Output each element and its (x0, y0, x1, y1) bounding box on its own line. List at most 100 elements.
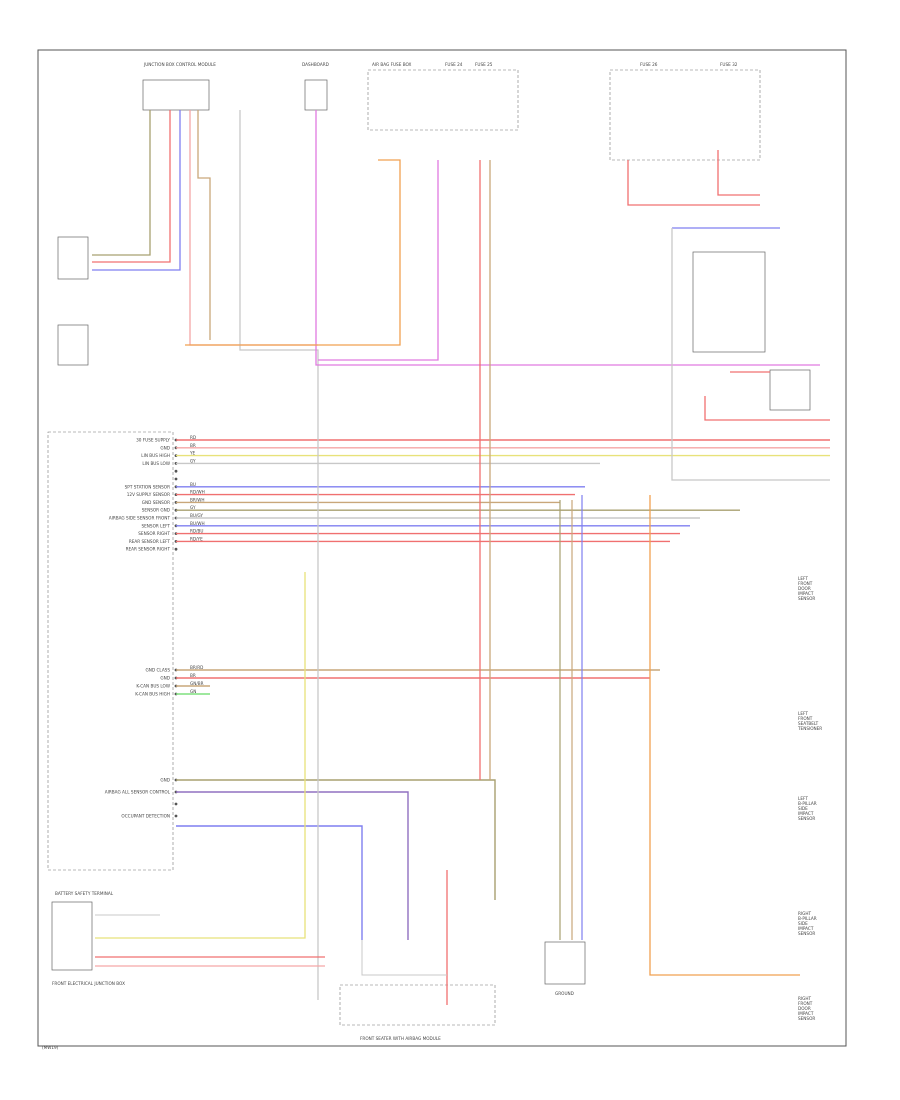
pin-lower-label-0: GND CLASS (146, 668, 171, 673)
pin-lower-label-1: GND (160, 676, 170, 681)
pin-bottom-label-0: GND (160, 778, 170, 783)
front-electrical-junction-box (51, 901, 93, 971)
sensor-label-1-1: FRONT (798, 716, 813, 721)
pin-upper-label-10: AIRBAG SIDE SENSOR FRONT (109, 516, 171, 521)
wire-feed-brown (197, 110, 211, 340)
wire-jb-yellow (95, 572, 306, 939)
fuse-box-24-25 (367, 69, 519, 131)
pin-upper-dot-5 (174, 477, 178, 481)
wire-upper-label-2: YE (189, 451, 196, 456)
top-component-label-1: DASHBOARD (302, 62, 329, 67)
wire-lower-label-3: GN (190, 689, 196, 694)
wire-upper-label-0: RD (190, 435, 196, 440)
pin-bottom-label-1: AIRBAG ALL SENSOR CONTROL (105, 790, 171, 795)
pinout-header-label: BATTERY SAFETY TERMINAL (55, 891, 114, 896)
wire-upper-label-7: RD/WH (190, 490, 205, 495)
wire-feed-gray-2 (671, 228, 830, 481)
wire-feed-pink (189, 110, 318, 346)
front-impact-sensor-box (57, 324, 89, 366)
left-front-door-sensor-box (57, 236, 89, 280)
sensor-label-4-1: FRONT (798, 1001, 813, 1006)
wire-lower-label-0: BR/RD (190, 665, 203, 670)
sensor-label-0-2: DOOR (798, 586, 811, 591)
wire-upper-label-10: BU/GY (190, 513, 203, 518)
sensor-label-2-4: SENSOR (798, 816, 815, 821)
pin-bottom-dot-3 (174, 814, 178, 818)
wire-feed-orange (185, 159, 401, 346)
sensor-label-4-3: IMPACT (798, 1011, 814, 1016)
sensor-label-1-0: LEFT (798, 711, 808, 716)
airbag-module-left-border (47, 431, 174, 871)
sensor-label-0-4: SENSOR (798, 596, 815, 601)
top-component-label-0: JUNCTION BOX CONTROL MODULE (143, 62, 216, 67)
wire-upper-label-6: BU (190, 482, 196, 487)
sensor-label-0-1: FRONT (798, 581, 813, 586)
pin-upper-dot-4 (174, 469, 178, 473)
sensor-label-4-0: RIGHT (798, 996, 812, 1001)
wire-upper-label-3: GY (190, 458, 196, 463)
wire-upper-label-1: BR (190, 443, 196, 448)
sensor-label-3-4: SENSOR (798, 931, 815, 936)
junction-box-module (142, 79, 210, 111)
wire-bottom-3 (176, 825, 363, 940)
fuse-box-26-32 (609, 69, 761, 161)
ground-component-label: GROUND (555, 991, 574, 996)
pin-upper-label-0: 30 FUSE SUPPLY (136, 438, 170, 443)
wire-upper-label-9: GY (190, 505, 196, 510)
bottom-relay-label: FRONT ELECTRICAL JUNCTION BOX (52, 981, 125, 986)
seat-switch-box (692, 251, 766, 353)
wire-feed-magenta (315, 110, 820, 366)
pin-upper-label-8: GND SENSOR (142, 500, 170, 505)
wire-lower-label-2: GN/BR (190, 681, 204, 686)
sensor-label-0-3: IMPACT (798, 591, 814, 596)
wire-feed-red-4 (717, 150, 760, 196)
sensor-label-4-4: SENSOR (798, 1016, 815, 1021)
ground-box (544, 941, 586, 985)
top-component-label-3: FUSE 24 (445, 62, 463, 67)
pin-upper-label-14: REAR SENSOR RIGHT (126, 547, 171, 552)
pin-lower-label-3: K-CAN BUS HIGH (135, 692, 170, 697)
dashboard-module (304, 79, 328, 111)
top-component-label-5: FUSE 26 (640, 62, 658, 67)
label-group: 30 FUSE SUPPLY RD GND BR LIN BUS HIGH YE LIN B… (105, 62, 823, 1021)
right-seat-switch-box (769, 369, 811, 411)
wire-upper-label-13: RD/YE (190, 536, 203, 541)
wire-feed-orange-2 (649, 495, 800, 976)
top-component-label-4: FUSE 25 (475, 62, 493, 67)
wire-feed-red-1 (92, 110, 171, 263)
pin-upper-label-3: LIN BUS LOW (142, 461, 170, 466)
pin-upper-label-13: REAR SENSOR LEFT (129, 539, 171, 544)
sensor-label-2-2: SIDE (798, 806, 808, 811)
top-component-label-2: AIR BAG FUSE BOX (372, 62, 412, 67)
pin-upper-label-11: SENSOR LEFT (141, 523, 170, 528)
pin-upper-label-6: SPT STATION SENSOR (125, 484, 170, 489)
wire-feed-blue (92, 110, 181, 271)
wire-harness (92, 110, 830, 1005)
wire-upper-label-12: RD/BU (190, 529, 203, 534)
wire-bottom-1 (176, 791, 409, 940)
pin-upper-dot-14 (174, 547, 178, 551)
diagram-frame (37, 49, 847, 1047)
sensor-label-3-2: SIDE (798, 921, 808, 926)
sensor-label-3-0: RIGHT (798, 911, 812, 916)
top-component-label-6: FUSE 32 (720, 62, 738, 67)
bottom-module-bracket (339, 984, 496, 1026)
wire-feed-olive (92, 110, 151, 256)
footer-left-label: (MW19) (42, 1045, 59, 1050)
pin-bottom-dot-2 (174, 802, 178, 806)
wire-upper-label-11: BU/WH (190, 521, 205, 526)
wire-feed-red-6 (704, 396, 830, 421)
wire-lower-label-1: BR (190, 673, 196, 678)
pin-lower-label-2: K-CAN BUS LOW (136, 684, 170, 689)
sensor-label-4-2: DOOR (798, 1006, 811, 1011)
pin-upper-label-12: SENSOR RIGHT (138, 531, 170, 536)
sensor-label-2-3: IMPACT (798, 811, 814, 816)
wire-feed-red-3 (627, 160, 760, 206)
sensor-label-0-0: LEFT (798, 576, 808, 581)
sensor-label-2-1: B-PILLAR (798, 801, 817, 806)
pin-upper-label-2: LIN BUS HIGH (141, 453, 170, 458)
sensor-label-3-1: B-PILLAR (798, 916, 817, 921)
pin-bottom-label-3: OCCUPANT DETECTION (121, 814, 170, 819)
wire-bottom-gray-tail (361, 940, 447, 976)
